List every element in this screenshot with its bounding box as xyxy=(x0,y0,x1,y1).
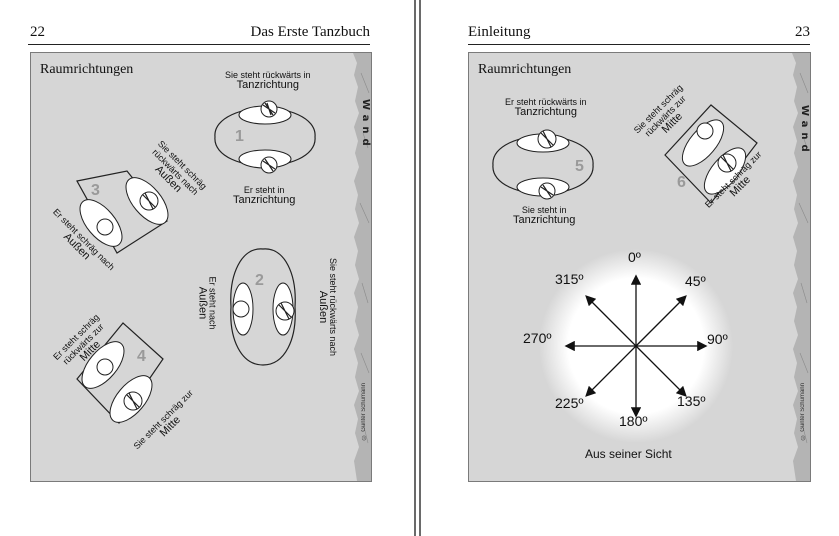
copyright-note: © Günter Schumann xyxy=(800,383,806,440)
couple-figure-4: 4 xyxy=(76,322,164,424)
figure-2-label-a: Sie steht rückwärts nach Außen xyxy=(317,257,339,357)
figure-5-top-label: Er steht rückwärts in Tanzrichtung xyxy=(505,97,587,118)
page-number: 23 xyxy=(795,24,810,40)
svg-text:5: 5 xyxy=(575,158,584,175)
svg-text:2: 2 xyxy=(255,272,264,289)
couple-figure-5: 5 xyxy=(492,129,594,200)
svg-text:1: 1 xyxy=(235,128,244,145)
panel-title: Raumrichtungen xyxy=(478,62,572,77)
couple-figure-2: 2 xyxy=(230,248,296,366)
wall-strip xyxy=(792,53,810,481)
figure-2-label-b: Er steht nach Außen xyxy=(196,276,218,330)
page-gutter xyxy=(412,0,422,536)
direction-135: 135º xyxy=(677,393,706,409)
direction-45: 45º xyxy=(685,273,706,289)
panel-title: Raumrichtungen xyxy=(40,62,134,77)
wall-strip xyxy=(353,53,371,481)
wall-label: Wand xyxy=(360,99,371,151)
header-rule xyxy=(28,44,370,45)
figure-1-top-label: Sie steht rückwärts in Tanzrichtung xyxy=(225,70,311,91)
couple-figure-3: 3 xyxy=(76,170,169,254)
chapter-title: Einleitung xyxy=(468,24,531,40)
direction-0: 0º xyxy=(628,249,641,265)
left-page: 22 Das Erste Tanzbuch Raumrichtungen Wan… xyxy=(0,0,412,536)
direction-compass xyxy=(539,249,733,443)
illustration-panel: Raumrichtungen Wand © Günter Schumann 1 xyxy=(30,52,372,482)
svg-text:6: 6 xyxy=(677,174,686,191)
direction-315: 315º xyxy=(555,271,584,287)
direction-270: 270º xyxy=(523,330,552,346)
header-rule xyxy=(468,44,810,45)
right-page: Einleitung 23 Raumrichtungen Wand © Günt… xyxy=(422,0,839,536)
couple-figure-1: 1 xyxy=(214,100,316,174)
page-number: 22 xyxy=(30,24,45,40)
wall-label: Wand xyxy=(799,105,810,157)
compass-caption: Aus seiner Sicht xyxy=(585,447,672,461)
running-title: Das Erste Tanzbuch xyxy=(250,24,370,40)
direction-180: 180º xyxy=(619,413,648,429)
direction-225: 225º xyxy=(555,395,584,411)
svg-text:3: 3 xyxy=(91,182,100,199)
couple-figure-6: 6 xyxy=(664,104,758,204)
direction-90: 90º xyxy=(707,331,728,347)
copyright-note: © Günter Schumann xyxy=(361,383,367,440)
figure-5-bottom-label: Sie steht in Tanzrichtung xyxy=(513,205,576,226)
figure-1-bottom-label: Er steht in Tanzrichtung xyxy=(233,185,296,206)
svg-text:4: 4 xyxy=(137,348,146,365)
illustration-panel: Raumrichtungen Wand © Günter Schumann 5 xyxy=(468,52,811,482)
